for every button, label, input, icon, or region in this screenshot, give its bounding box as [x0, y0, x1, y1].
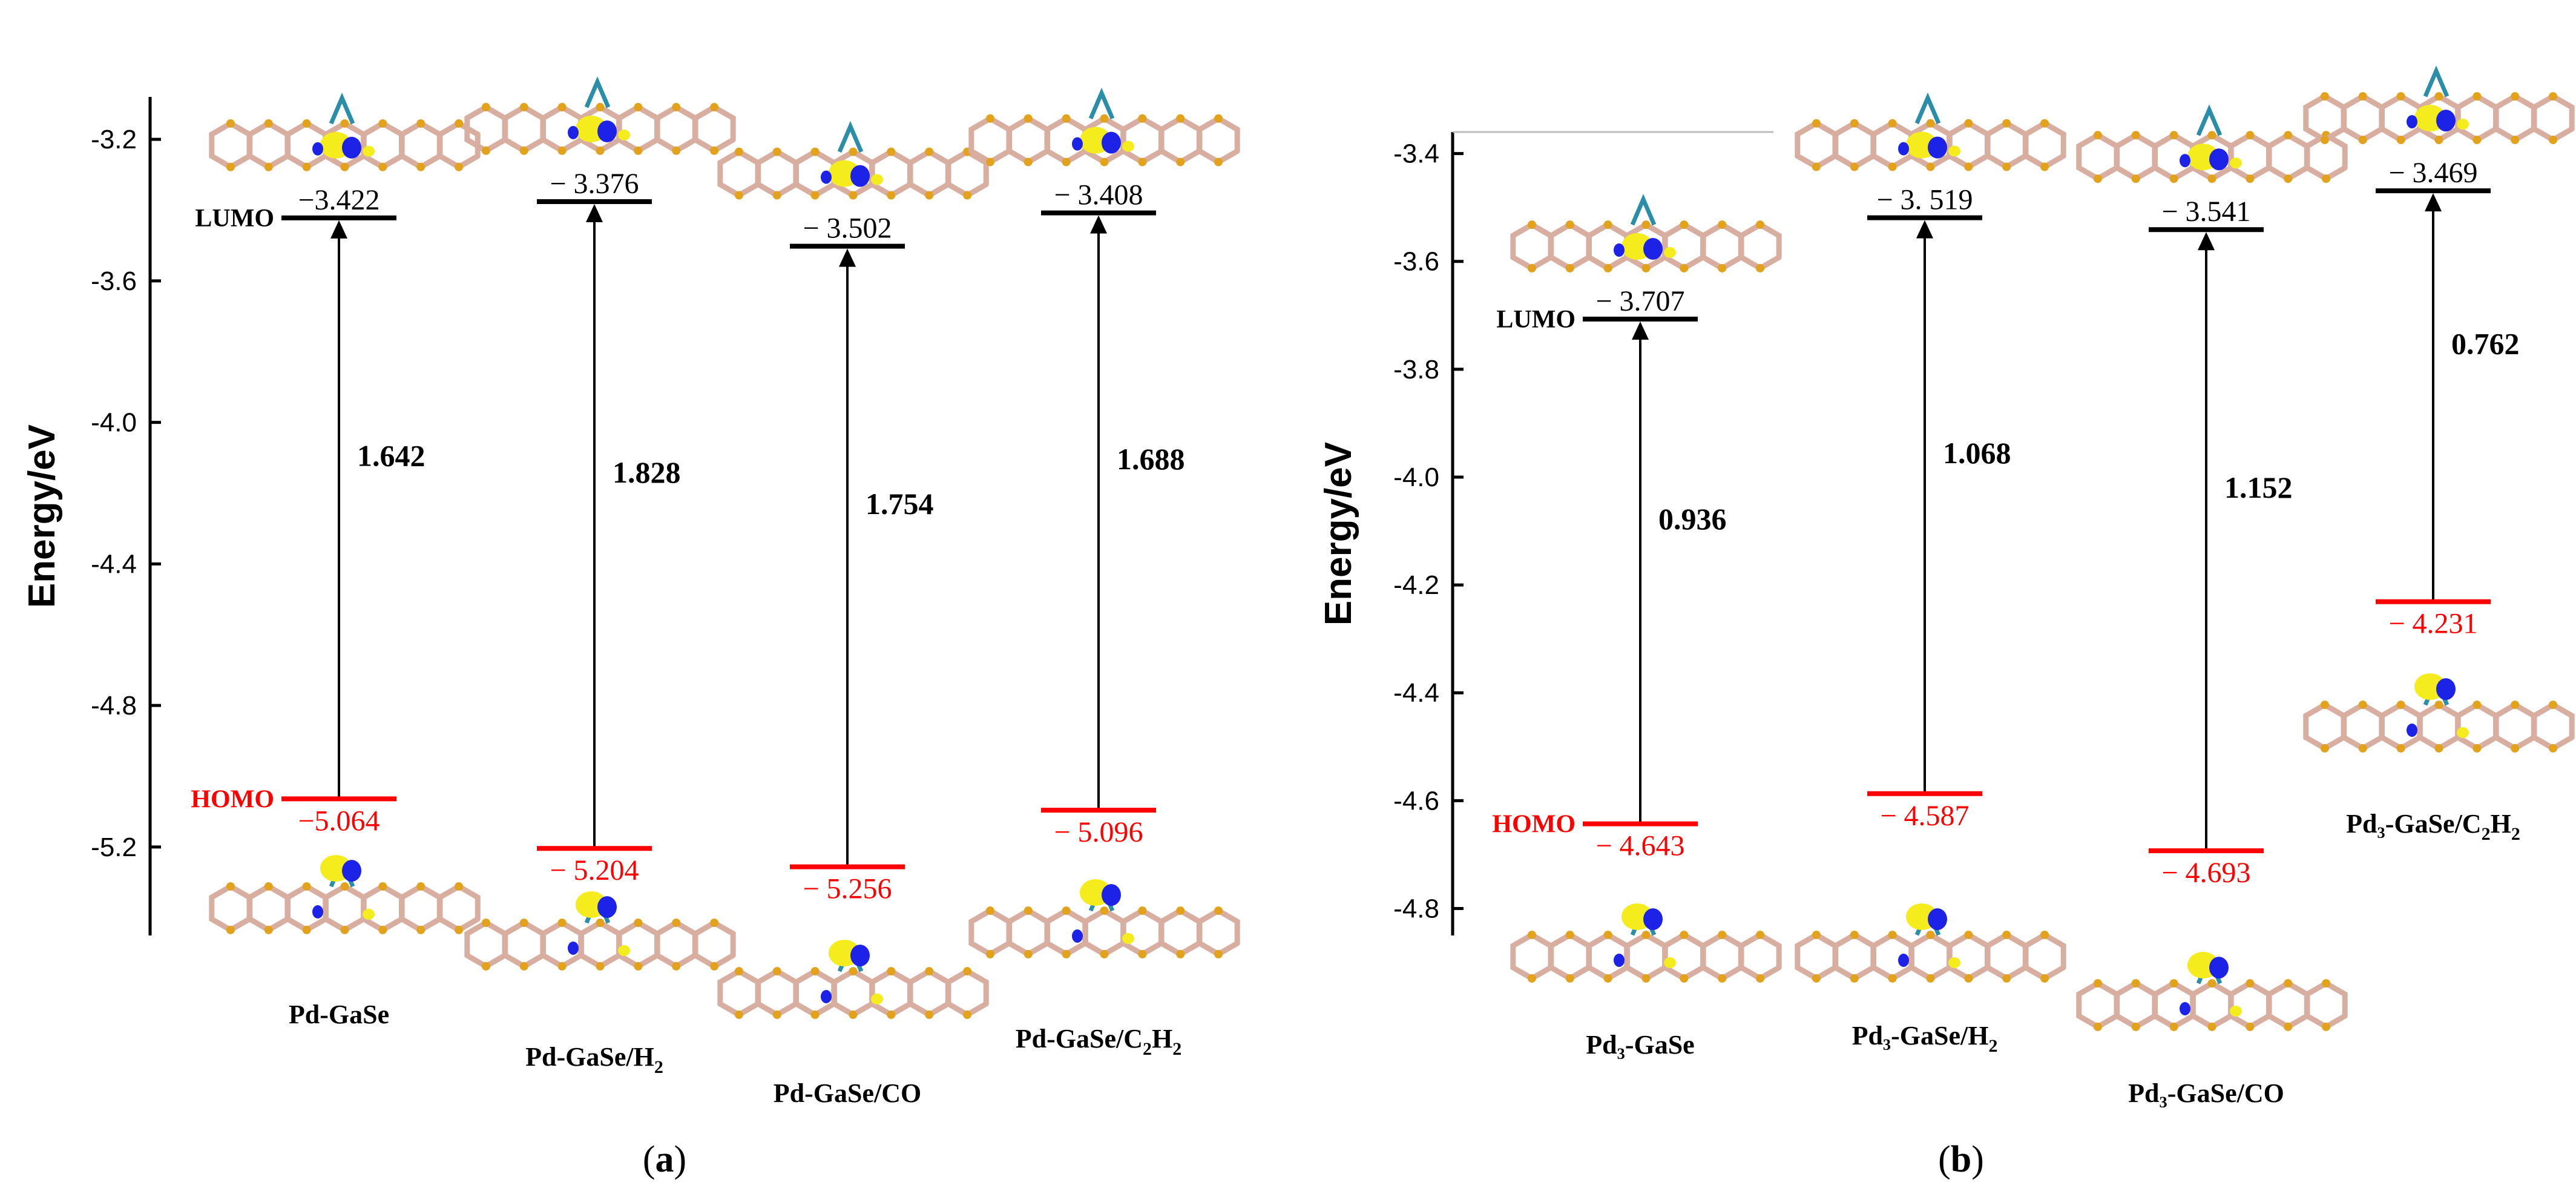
arrow-head — [330, 220, 347, 239]
system-name: Pd₃-GaSe/C2H2 — [2346, 809, 2520, 844]
arrow-head — [2198, 232, 2215, 251]
y-tick-label: -4.8 — [91, 691, 137, 721]
homo-orbital-structure — [464, 891, 736, 971]
homo-value: − 5.256 — [803, 873, 892, 905]
lumo-value: − 3.502 — [803, 213, 892, 245]
panel-b: -3.4 -3.6 -3.8 -4.0 -4.2 -4.4 -4.6 -4.8 Energy/e… — [1318, 65, 2575, 1108]
lumo-orbital-structure — [2303, 65, 2575, 144]
arrow-head — [1090, 215, 1107, 234]
homo-orbital-structure — [968, 879, 1240, 958]
arrow-head — [2425, 193, 2442, 212]
lumo-value: − 3.408 — [1054, 179, 1143, 211]
y-axis-title: Energy/eV — [1318, 442, 1359, 625]
panel-label-a: (a) — [643, 1139, 686, 1180]
homo-orbital-structure — [2303, 673, 2575, 753]
system-1: − 3.707 − 4.643 0.936 LUMO HOMO Pd₃-GaSe — [1492, 194, 1782, 1060]
system-1: −3.422 −5.064 1.642 LUMO HOMO Pd-GaSe — [191, 93, 481, 1029]
gap-value: 1.828 — [613, 455, 681, 489]
lumo-value: − 3.469 — [2388, 157, 2477, 189]
y-tick-label: -3.6 — [1393, 247, 1439, 277]
y-tick-label: -3.2 — [91, 125, 137, 154]
gap-value: 0.936 — [1658, 502, 1727, 536]
y-tick-label: -4.8 — [1393, 894, 1439, 923]
arrow-head — [586, 203, 603, 222]
homo-tag: HOMO — [191, 785, 274, 813]
homo-value: − 4.693 — [2161, 857, 2250, 889]
homo-value: − 4.587 — [1880, 800, 1969, 832]
homo-value: − 5.204 — [550, 854, 639, 886]
lumo-orbital-structure — [717, 120, 989, 200]
arrow-head — [1632, 322, 1649, 340]
homo-orbital-structure — [1795, 903, 2066, 983]
lumo-value: −3.422 — [298, 184, 380, 216]
lumo-tag: LUMO — [195, 205, 274, 233]
y-tick-label: -4.4 — [91, 549, 137, 579]
system-name: Pd-GaSe/CO — [774, 1078, 921, 1108]
gap-value: 1.642 — [357, 439, 426, 473]
homo-tag: HOMO — [1492, 811, 1576, 839]
homo-orbital-structure — [2076, 952, 2348, 1031]
homo-value: −5.064 — [298, 805, 380, 837]
system-name: Pd₃-GaSe/H2 — [1852, 1021, 1998, 1056]
gap-value: 1.068 — [1943, 436, 2011, 470]
gap-value: 1.152 — [2224, 470, 2293, 504]
gap-value: 0.762 — [2451, 326, 2520, 360]
y-tick-label: -4.2 — [1393, 570, 1439, 600]
y-tick-label: -4.6 — [1393, 786, 1439, 816]
panel-label-b: (b) — [1938, 1139, 1984, 1180]
lumo-orbital-structure — [464, 76, 736, 155]
homo-value: − 4.231 — [2388, 608, 2477, 640]
system-name: Pd-GaSe — [289, 1000, 389, 1029]
y-tick-label: -4.4 — [1393, 678, 1439, 708]
lumo-value: − 3.707 — [1595, 285, 1684, 317]
lumo-value: − 3.376 — [550, 168, 639, 200]
lumo-orbital-structure — [1795, 92, 2066, 171]
lumo-orbital-structure — [1510, 194, 1782, 272]
gap-value: 1.754 — [866, 487, 934, 521]
y-tick-label: -4.0 — [1393, 463, 1439, 492]
lumo-orbital-structure — [209, 93, 481, 171]
y-axis-title: Energy/eV — [21, 424, 63, 608]
y-tick-label: -3.4 — [1393, 139, 1439, 169]
lumo-value: − 3.541 — [2161, 196, 2250, 228]
y-tick-label: -3.8 — [1393, 355, 1439, 384]
homo-orbital-structure — [717, 940, 989, 1019]
panel-a: -3.2-3.6-4.0-4.4-4.8-5.2Energy/eV−3.422−… — [21, 76, 1240, 1108]
system-name: Pd-GaSe/H2 — [525, 1042, 663, 1077]
homo-orbital-structure — [1510, 903, 1782, 983]
homo-orbital-structure — [209, 855, 481, 934]
system-name: Pd₃-GaSe — [1586, 1030, 1694, 1060]
system-name: Pd-GaSe/C2H2 — [1016, 1024, 1181, 1059]
gap-value: 1.688 — [1117, 442, 1185, 476]
lumo-orbital-structure — [968, 87, 1240, 167]
y-tick-label: -3.6 — [91, 266, 137, 296]
arrow-head — [839, 248, 856, 267]
y-tick-label: -4.0 — [91, 408, 137, 438]
system-name: Pd₃-GaSe/CO — [2128, 1078, 2284, 1108]
y-tick-label: -5.2 — [91, 833, 137, 862]
homo-value: − 5.096 — [1054, 816, 1143, 848]
homo-value: − 4.643 — [1595, 830, 1684, 862]
lumo-tag: LUMO — [1496, 306, 1576, 334]
lumo-value: − 3. 519 — [1876, 184, 1973, 216]
arrow-head — [1916, 220, 1933, 239]
